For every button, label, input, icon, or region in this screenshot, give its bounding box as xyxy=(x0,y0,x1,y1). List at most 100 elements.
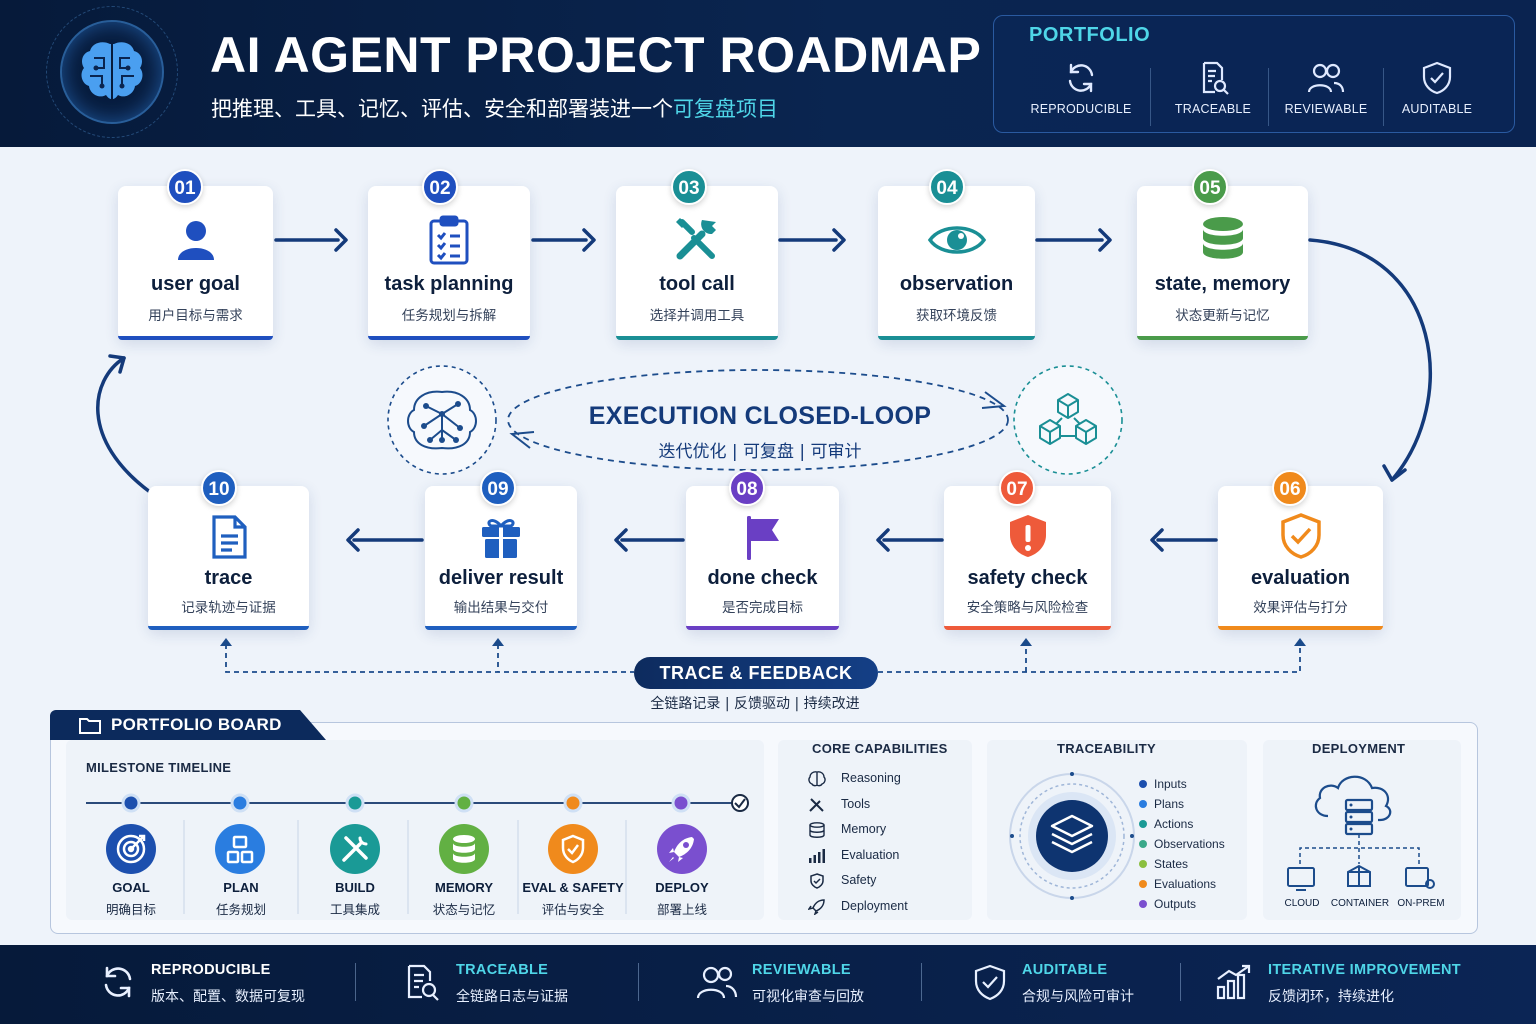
deployment-diagram xyxy=(1287,775,1435,891)
deployment-title: DEPLOYMENT xyxy=(1312,741,1406,756)
tools-icon xyxy=(676,218,716,260)
brain-icon xyxy=(808,771,826,787)
step-card-10: trace 记录轨迹与证据 xyxy=(148,486,309,630)
step-card-02: task planning 任务规划与拆解 xyxy=(368,186,530,340)
milestone-title: MILESTONE TIMELINE xyxy=(86,760,232,775)
refresh-icon xyxy=(104,966,132,998)
milestone-goal-icon xyxy=(106,824,156,874)
step-card-01: user goal 用户目标与需求 xyxy=(118,186,273,340)
milestone-build-icon xyxy=(330,824,380,874)
document-search-icon xyxy=(1202,61,1229,95)
step-card-06: evaluation 效果评估与打分 xyxy=(1218,486,1383,630)
cloud-monitor-icon xyxy=(1287,867,1315,891)
shield-check-icon xyxy=(1280,513,1321,559)
step-badge-01: 01 xyxy=(167,169,203,205)
cloud-server-icon xyxy=(1314,775,1392,836)
step-badge-06: 06 xyxy=(1272,470,1308,506)
on-prem-icon xyxy=(1405,867,1435,889)
portfolio-item-reproducible: REPRODUCIBLE xyxy=(1022,60,1140,116)
milestone-eval-safety-label: EVAL & SAFETY xyxy=(522,880,624,895)
folder-icon xyxy=(79,718,101,734)
user-icon xyxy=(177,221,214,260)
trace-item-inputs: Inputs xyxy=(1139,777,1187,791)
capability-safety: Safety xyxy=(808,873,876,892)
trace-item-evaluations: Evaluations xyxy=(1139,877,1216,891)
milestone-plan-cn: 任务规划 xyxy=(215,902,266,917)
step-card-04: observation 获取环境反馈 xyxy=(878,186,1035,340)
step-card-03: tool call 选择并调用工具 xyxy=(616,186,778,340)
alert-shield-icon xyxy=(1009,515,1046,557)
rocket-icon xyxy=(807,899,825,916)
capabilities-title: CORE CAPABILITIES xyxy=(812,741,948,756)
growth-chart-icon xyxy=(1216,964,1251,1000)
step-badge-08: 08 xyxy=(729,470,765,506)
milestone-track xyxy=(86,793,749,914)
shield-check-icon xyxy=(1422,61,1452,95)
portfolio-board-tab xyxy=(50,710,326,740)
header: AI AGENT PROJECT ROADMAP 把推理、工具、记忆、评估、安全… xyxy=(0,0,1536,147)
gift-icon xyxy=(482,519,520,558)
milestone-plan-label: PLAN xyxy=(223,880,259,895)
milestone-build-label: BUILD xyxy=(335,880,375,895)
portfolio-item-reviewable: REVIEWABLE xyxy=(1267,60,1385,116)
traceability-title: TRACEABILITY xyxy=(1057,741,1156,756)
users-icon xyxy=(696,966,738,999)
step-card-07: safety check 安全策略与风险检查 xyxy=(944,486,1111,630)
milestone-memory-label: MEMORY xyxy=(434,880,494,895)
milestone-plan-icon xyxy=(215,824,265,874)
container-icon xyxy=(1347,864,1371,887)
milestone-deploy-cn: 部署上线 xyxy=(656,902,707,917)
trace-item-actions: Actions xyxy=(1139,817,1193,831)
milestone-memory-cn: 状态与记忆 xyxy=(432,902,496,917)
traceability-diagram xyxy=(1009,772,1135,900)
milestone-memory-icon xyxy=(439,824,489,874)
step-badge-07: 07 xyxy=(999,470,1035,506)
deploy-target-on-prem: ON-PREM xyxy=(1397,898,1445,909)
capability-tools: Tools xyxy=(808,797,870,816)
deploy-target-container: CONTAINER xyxy=(1330,898,1390,909)
portfolio-item-auditable: AUDITABLE xyxy=(1378,60,1496,116)
trace-item-observations: Observations xyxy=(1139,837,1225,851)
trace-item-outputs: Outputs xyxy=(1139,897,1196,911)
step-card-05: state, memory 状态更新与记忆 xyxy=(1137,186,1308,340)
step-badge-10: 10 xyxy=(201,470,237,506)
database-icon xyxy=(1202,217,1243,259)
portfolio-item-traceable: TRACEABLE xyxy=(1154,60,1272,116)
milestone-goal-cn: 明确目标 xyxy=(105,902,156,917)
step-card-08: done check 是否完成目标 xyxy=(686,486,839,630)
portfolio-panel: PORTFOLIO REPRODUCIBLE TRACEABLE REVIEWA… xyxy=(993,15,1515,133)
users-icon xyxy=(1307,63,1345,93)
loop-subtitle: 迭代优化 | 可复盘 | 可审计 xyxy=(658,442,862,462)
portfolio-board-title: PORTFOLIO BOARD xyxy=(111,715,282,734)
milestone-deploy-label: DEPLOY xyxy=(655,880,709,895)
tools-icon xyxy=(809,798,824,812)
capability-memory: Memory xyxy=(808,822,886,841)
subtitle-highlight: 可复盘项目 xyxy=(673,97,778,121)
capability-evaluation: Evaluation xyxy=(808,848,899,867)
chart-icon xyxy=(809,849,825,863)
trace-item-plans: Plans xyxy=(1139,797,1184,811)
footer: REPRODUCIBLE 版本、配置、数据可复现 TRACEABLE 全链路日志… xyxy=(0,945,1536,1024)
step-card-09: deliver result 输出结果与交付 xyxy=(425,486,577,630)
shield-icon xyxy=(810,873,824,889)
milestone-goal-label: GOAL xyxy=(112,880,150,895)
document-search-icon xyxy=(407,964,439,1001)
milestone-eval-safety-icon xyxy=(548,824,598,874)
cubes-icon xyxy=(1039,393,1097,445)
deploy-target-cloud: CLOUD xyxy=(1284,898,1320,909)
trace-feedback-pill: TRACE & FEEDBACK xyxy=(634,657,878,689)
milestone-deploy-icon xyxy=(657,824,707,874)
brain-logo xyxy=(38,6,178,138)
brain-icon xyxy=(81,42,143,99)
milestone-panel xyxy=(66,740,764,920)
page-title: AI AGENT PROJECT ROADMAP xyxy=(210,27,982,83)
document-icon xyxy=(211,515,247,559)
milestone-build-cn: 工具集成 xyxy=(329,902,380,917)
step-badge-09: 09 xyxy=(480,470,516,506)
step-badge-03: 03 xyxy=(671,169,707,205)
trace-feedback-subtitle: 全链路记录 | 反馈驱动 | 持续改进 xyxy=(650,696,860,712)
shield-check-icon xyxy=(974,964,1006,1001)
layers-icon xyxy=(1050,814,1094,854)
capability-deployment: Deployment xyxy=(807,899,908,918)
